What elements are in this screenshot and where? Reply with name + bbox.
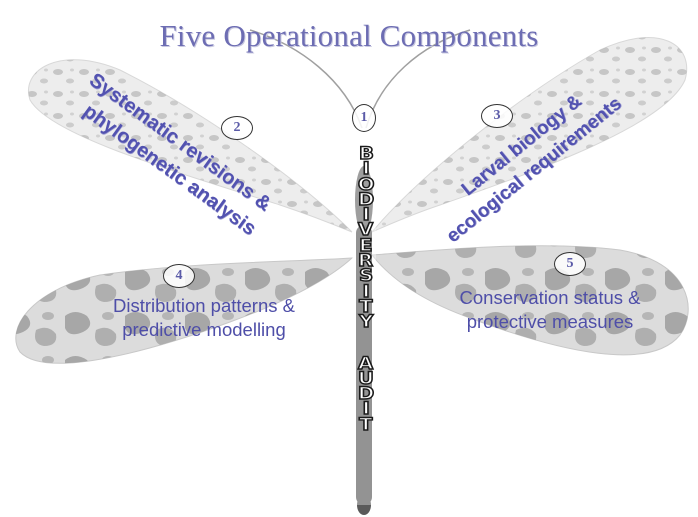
lacewing-body xyxy=(355,166,373,515)
central-letter: D xyxy=(357,384,375,405)
badge-4: 4 xyxy=(163,264,195,288)
central-letter: T xyxy=(359,296,374,317)
component-5-text: Conservation status & protective measure… xyxy=(420,286,680,334)
central-letter: E xyxy=(359,235,374,256)
lower-left-wing xyxy=(15,257,354,364)
central-letter: U xyxy=(357,368,374,389)
slide-title: Five Operational Components xyxy=(159,18,539,53)
component-4-line-1: Distribution patterns & xyxy=(112,295,295,316)
badge-2: 2 xyxy=(221,116,253,140)
badge-1: 1 xyxy=(352,104,376,132)
component-5-line-2: protective measures xyxy=(466,311,634,332)
central-letter: I xyxy=(362,159,371,180)
central-letter: S xyxy=(358,266,374,287)
badge-3: 3 xyxy=(481,104,513,128)
central-letter: O xyxy=(357,174,375,195)
badge-5: 5 xyxy=(554,252,586,276)
central-letter: V xyxy=(358,220,375,241)
component-4-line-2: predictive modelling xyxy=(122,319,286,340)
component-5-line-1: Conservation status & xyxy=(459,287,641,308)
lower-right-wing xyxy=(371,245,689,356)
central-letter: R xyxy=(358,251,375,272)
central-letter: I xyxy=(362,399,371,420)
central-letter: I xyxy=(362,205,371,226)
central-letter: I xyxy=(362,281,371,302)
central-letter: A xyxy=(358,353,375,374)
central-letter: T xyxy=(359,414,374,435)
component-4-text: Distribution patterns & predictive model… xyxy=(74,294,334,342)
central-letter: B xyxy=(358,144,375,164)
central-letter: D xyxy=(357,189,375,210)
upper-right-wing xyxy=(371,37,688,233)
central-letter: Y xyxy=(358,312,374,333)
